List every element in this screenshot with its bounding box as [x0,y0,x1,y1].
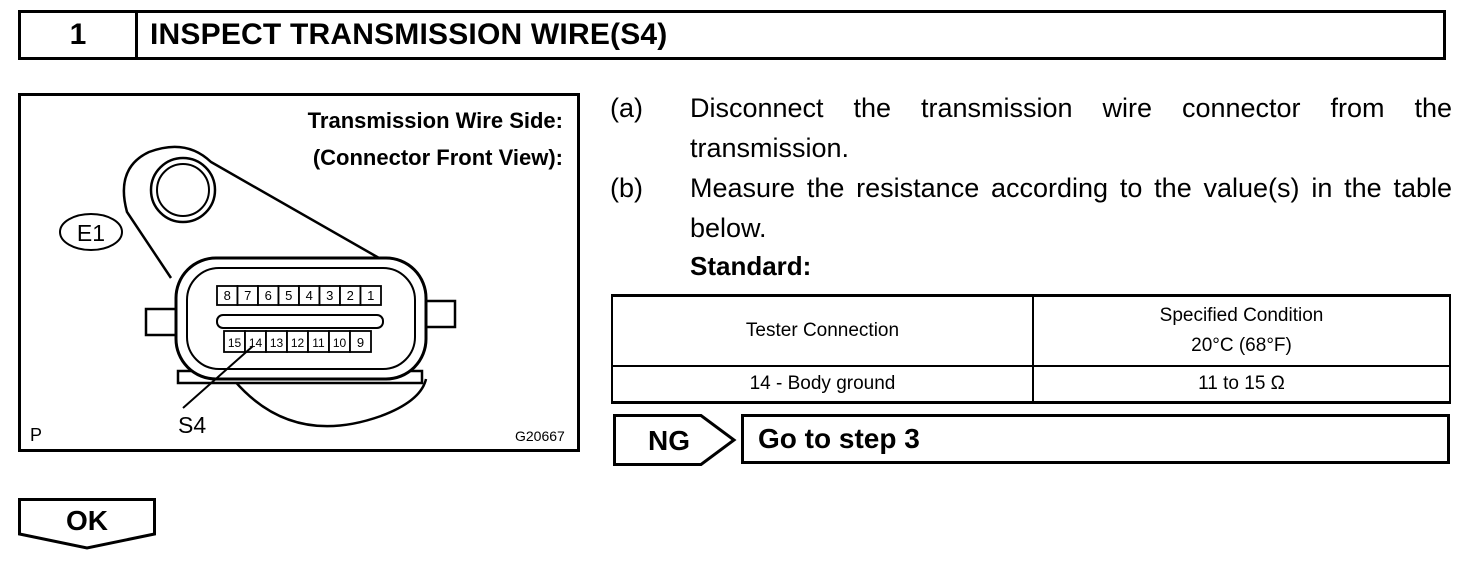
header-condition-line1: Specified Condition [1159,305,1324,326]
instruction-marker: (b) [610,173,643,203]
instruction-marker: (a) [610,93,643,123]
instruction-text: Measure the resistance according to the … [690,173,1452,243]
svg-text:12: 12 [291,336,305,350]
connector-pin: 7 [236,285,259,306]
svg-text:3: 3 [326,288,333,303]
step-number: 1 [21,13,138,57]
figure-code: G20667 [515,428,565,444]
svg-text:2: 2 [347,288,354,303]
s4-leader-line [182,345,254,409]
step-title: INSPECT TRANSMISSION WIRE(S4) [150,18,668,51]
connector-pin: 11 [307,330,330,353]
ok-button[interactable]: OK [18,498,156,555]
ok-arrow-shape: OK [18,498,156,550]
svg-text:7: 7 [244,288,251,303]
instruction-text: Disconnect the transmission wire connect… [690,93,1452,163]
svg-text:10: 10 [333,336,347,350]
svg-text:4: 4 [306,288,313,303]
figure-title-line2: (Connector Front View): [312,145,563,170]
header-condition-line2: 20°C (68°F) [1191,335,1292,356]
svg-text:6: 6 [265,288,272,303]
go-to-step-button[interactable]: Go to step 3 [741,414,1450,464]
svg-text:5: 5 [285,288,292,303]
svg-text:13: 13 [270,336,284,350]
key-slot [216,314,384,329]
connector-body-outer [174,256,428,381]
connector-body-inner [186,267,416,370]
table-row: 14 - Body ground 11 to 15 Ω [611,365,1451,404]
connector-pin: 12 [286,330,309,353]
header-tester-connection: Tester Connection [611,294,1034,367]
connector-pin: 15 [223,330,246,353]
table-header-row: Tester Connection Specified Condition 20… [611,294,1451,367]
ng-label: NG [648,425,690,456]
cell-condition: 11 to 15 Ω [1032,365,1451,404]
housing-round [232,378,428,428]
svg-text:11: 11 [312,336,325,350]
connector-pin: 3 [318,285,341,306]
ok-label: OK [66,505,108,536]
spec-table: Tester Connection Specified Condition 20… [611,294,1451,404]
e1-oval [59,213,123,251]
ng-button[interactable]: NG [613,414,737,471]
step-header: 1 INSPECT TRANSMISSION WIRE(S4) [18,10,1446,60]
callout-label: S4 [178,412,207,438]
connector-pin: 4 [298,285,321,306]
mounting-hole [149,156,217,224]
connector-pin: 14 [244,330,267,353]
svg-text:1: 1 [367,288,374,303]
figure-title-line1: Transmission Wire Side: [307,108,563,133]
bracket-arm [122,145,380,279]
connector-pin: 1 [359,285,382,306]
svg-text:9: 9 [357,335,364,350]
svg-text:15: 15 [228,336,242,350]
connector-pin: 13 [265,330,288,353]
connector-pin: 8 [216,285,239,306]
cell-connection: 14 - Body ground [611,365,1034,404]
standard-label: Standard: [690,251,812,281]
corner-label: P [30,425,43,445]
ground-label: E1 [77,220,105,246]
ng-arrow-shape: NG [613,414,737,466]
svg-text:8: 8 [224,288,231,303]
connector-pin: 6 [257,285,280,306]
connector-pin: 10 [328,330,351,353]
connector-pin: 5 [277,285,300,306]
figure-title: Transmission Wire Side: (Connector Front… [308,102,563,176]
header-specified-condition: Specified Condition 20°C (68°F) [1032,294,1451,367]
connector-pin: 2 [339,285,362,306]
connector-pin: 9 [349,330,372,353]
